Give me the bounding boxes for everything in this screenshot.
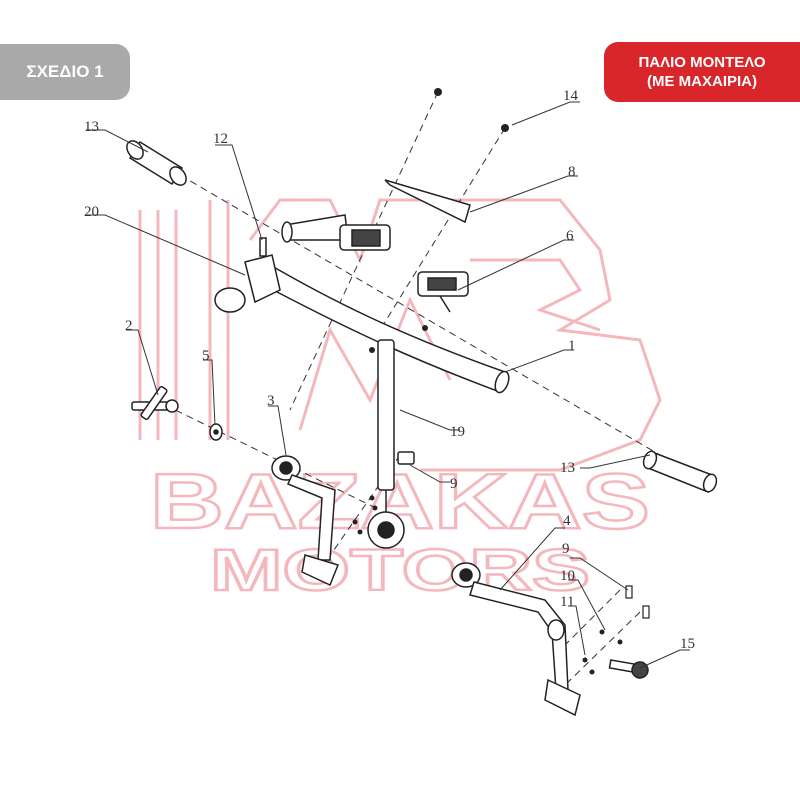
right-footrest-part: [451, 562, 581, 717]
brake-lever-part: [417, 271, 469, 313]
callout-9-lower: 9: [562, 541, 570, 557]
diagram-number-label: ΣΧΕΔΙΟ 1: [26, 62, 104, 81]
callout-13-right: 13: [560, 460, 575, 476]
stem-tube-part: [367, 339, 415, 549]
t-bolt-part: [131, 385, 179, 421]
callout-10: 10: [560, 568, 575, 584]
diagram-number-badge: ΣΧΕΔΙΟ 1: [0, 44, 130, 100]
small-bolts-part: [625, 585, 650, 619]
handlebar-part: [257, 260, 510, 394]
washer-part: [209, 423, 223, 441]
throttle-housing-part: [214, 237, 281, 313]
callout-2: 2: [125, 318, 133, 334]
blade-plate-part: [384, 179, 471, 224]
callout-13-left: 13: [84, 119, 99, 135]
left-grip-part: [126, 140, 187, 186]
model-version-line1: ΠΑΛΙΟ ΜΟΝΤΕΛΟ: [638, 54, 766, 71]
callout-14: 14: [563, 88, 579, 104]
callout-4: 4: [563, 513, 571, 529]
callout-19: 19: [450, 424, 465, 440]
axle-bolt-part: [608, 659, 649, 679]
callout-8: 8: [568, 164, 576, 180]
callout-5: 5: [202, 348, 210, 364]
assembly-lines: [164, 91, 661, 691]
throttle-lever-part: [281, 214, 391, 251]
model-version-line2: (ΜΕ ΜΑΧΑΙΡΙΑ): [647, 73, 757, 90]
callout-3: 3: [267, 393, 275, 409]
nuts-part: [352, 88, 623, 675]
callout-11: 11: [560, 594, 574, 610]
right-grip-part: [642, 450, 718, 494]
callout-15: 15: [680, 636, 695, 652]
callout-9-upper: 9: [450, 476, 458, 492]
callout-12: 12: [213, 131, 228, 147]
watermark-line2: MOTORS: [210, 538, 590, 603]
callout-leaders: [86, 101, 690, 669]
left-footrest-part: [271, 455, 340, 587]
callout-20: 20: [84, 204, 99, 220]
callout-1: 1: [568, 338, 576, 354]
model-version-badge: ΠΑΛΙΟ ΜΟΝΤΕΛΟ (ΜΕ ΜΑΧΑΙΡΙΑ): [604, 42, 800, 102]
callout-6: 6: [566, 228, 574, 244]
